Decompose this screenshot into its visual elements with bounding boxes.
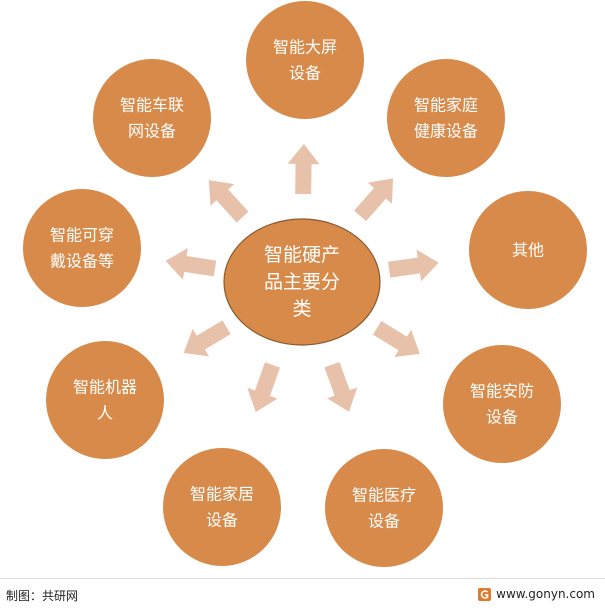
category-node [443, 345, 561, 463]
category-label: 设备 [289, 64, 321, 83]
direction-arrow [324, 361, 358, 412]
category-label: 智能家居 [190, 485, 254, 504]
direction-arrow [247, 362, 281, 413]
direction-arrow [183, 320, 231, 357]
footer: 制图：共研网 www.gonyn.com [0, 578, 605, 611]
category-node [246, 1, 364, 119]
center-node [223, 218, 381, 346]
center-label: 类 [292, 298, 311, 320]
category-label: 智能医疗 [352, 486, 416, 505]
category-node [46, 341, 164, 459]
category-label: 设备 [486, 408, 518, 427]
category-label: 其他 [512, 241, 544, 260]
category-label: 设备 [368, 512, 400, 531]
direction-arrow [388, 249, 439, 282]
category-node [469, 191, 587, 309]
source-credit: 制图：共研网 [6, 589, 79, 603]
category-label: 智能家庭 [414, 96, 478, 115]
category-label: 网设备 [128, 122, 176, 141]
direction-arrow [354, 178, 394, 222]
center-label: 智能硬产 [264, 244, 340, 266]
category-node [325, 449, 443, 567]
site-url: www.gonyn.com [496, 587, 595, 601]
category-label: 设备 [206, 511, 238, 530]
category-label: 智能安防 [470, 382, 534, 401]
category-label: 智能机器 [73, 378, 137, 397]
node-layer: 智能大屏设备智能家庭健康设备其他智能安防设备智能医疗设备智能家居设备智能机器人智… [23, 1, 587, 567]
category-label: 健康设备 [414, 122, 478, 141]
classification-diagram: 智能大屏设备智能家庭健康设备其他智能安防设备智能医疗设备智能家居设备智能机器人智… [23, 1, 587, 567]
direction-arrow [372, 320, 420, 358]
gonyn-logo-icon [478, 587, 492, 601]
category-node [387, 59, 505, 177]
direction-arrow [287, 144, 320, 195]
site-mark: www.gonyn.com [478, 587, 595, 601]
category-label: 戴设备等 [50, 252, 114, 271]
category-node [93, 59, 211, 177]
category-label: 人 [97, 404, 113, 423]
arrow-layer [165, 144, 439, 413]
category-label: 智能大屏 [273, 38, 337, 57]
direction-arrow [208, 180, 249, 223]
category-node [163, 448, 281, 566]
category-label: 智能车联 [120, 96, 184, 115]
category-label: 智能可穿 [50, 226, 114, 245]
category-node [23, 189, 141, 307]
center-label: 品主要分 [264, 271, 340, 293]
direction-arrow [165, 248, 217, 280]
